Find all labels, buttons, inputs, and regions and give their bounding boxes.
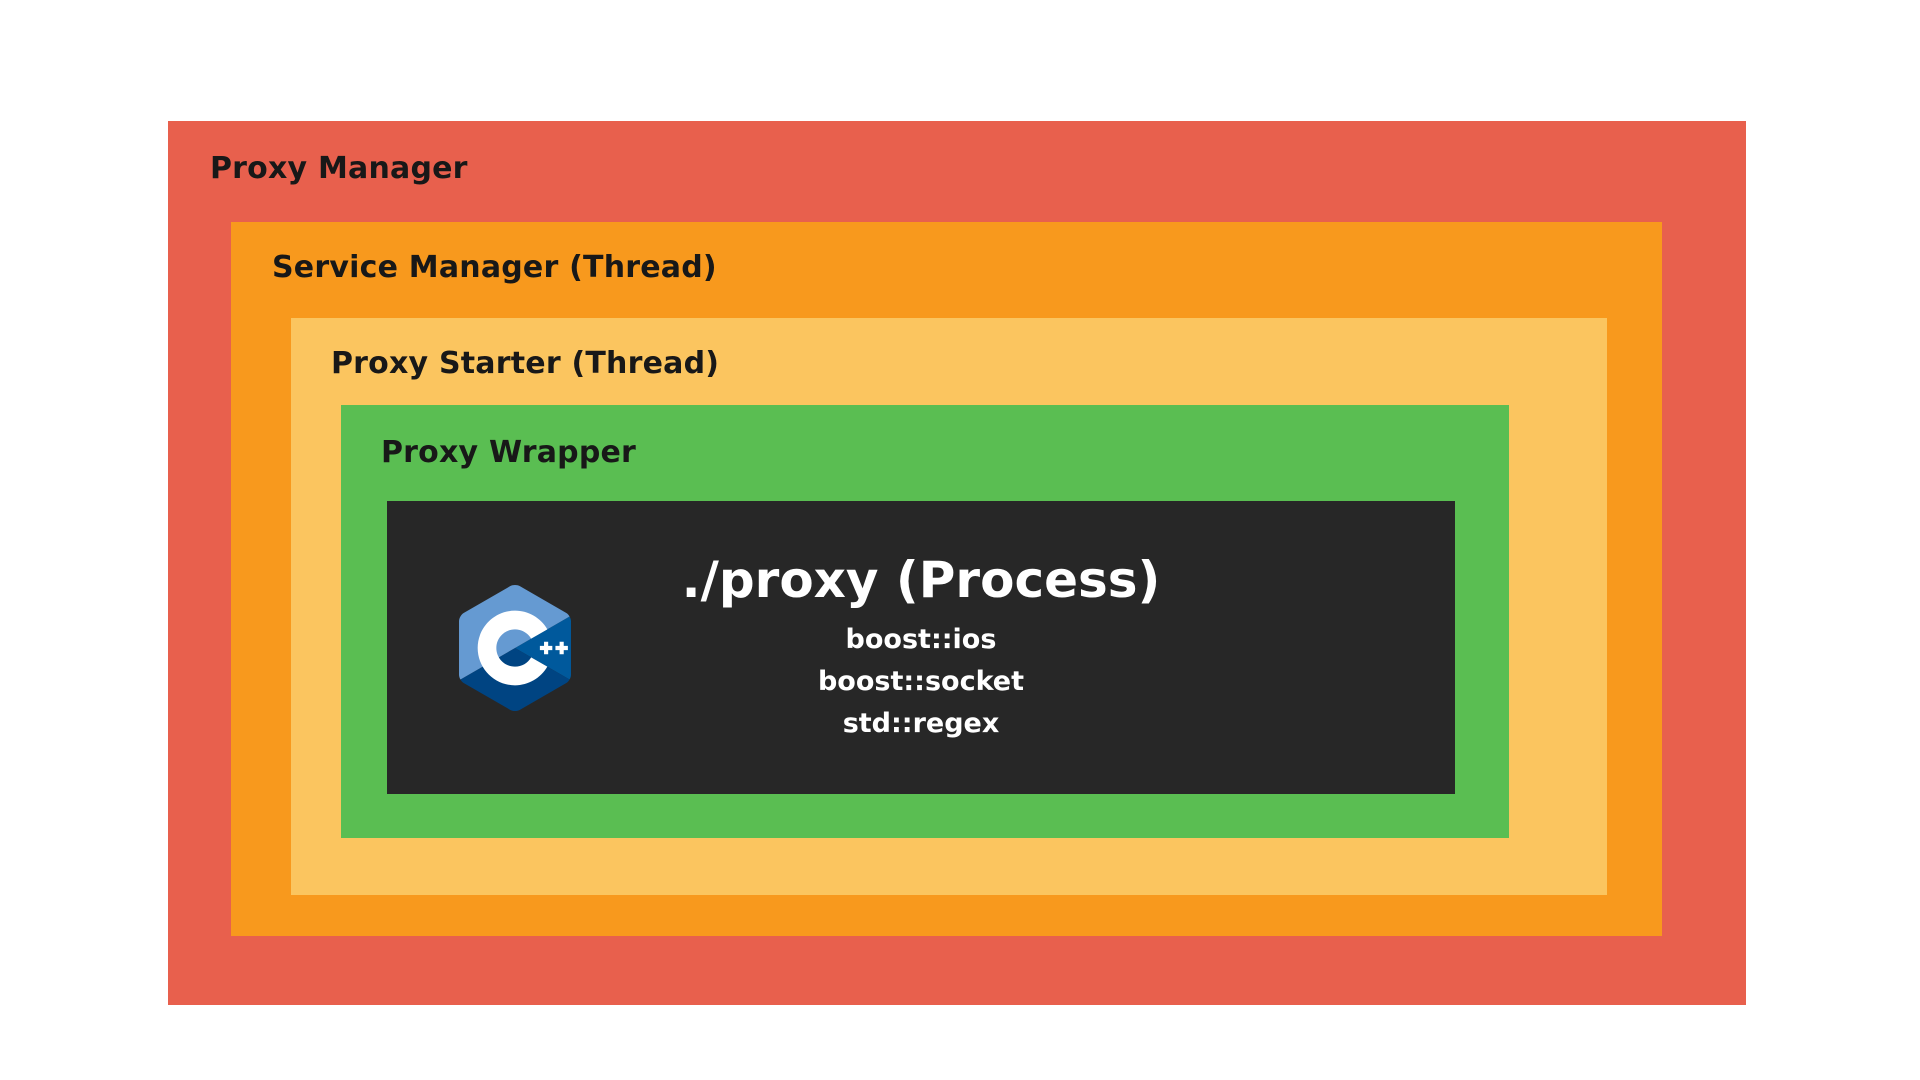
proxy-manager-label: Proxy Manager [210, 151, 468, 186]
process-library-item: boost::socket [817, 665, 1025, 697]
proxy-starter-box: Proxy Starter (Thread) Proxy Wrapper [291, 318, 1607, 895]
proxy-starter-label: Proxy Starter (Thread) [331, 346, 720, 381]
process-library-list: boost::ios boost::socket std::regex [818, 619, 1024, 745]
process-box: ./proxy (Process) boost::ios boost::sock… [387, 501, 1455, 794]
process-library-item: std::regex [842, 707, 1000, 739]
proxy-wrapper-box: Proxy Wrapper ./proxy (Process) [341, 405, 1509, 838]
proxy-manager-box: Proxy Manager Service Manager (Thread) P… [168, 121, 1746, 1005]
process-title: ./proxy (Process) [681, 550, 1161, 609]
service-manager-label: Service Manager (Thread) [272, 250, 717, 285]
service-manager-box: Service Manager (Thread) Proxy Starter (… [231, 222, 1662, 936]
process-library-item: boost::ios [845, 623, 997, 655]
proxy-wrapper-label: Proxy Wrapper [381, 435, 637, 470]
cpp-logo-icon [459, 584, 571, 711]
